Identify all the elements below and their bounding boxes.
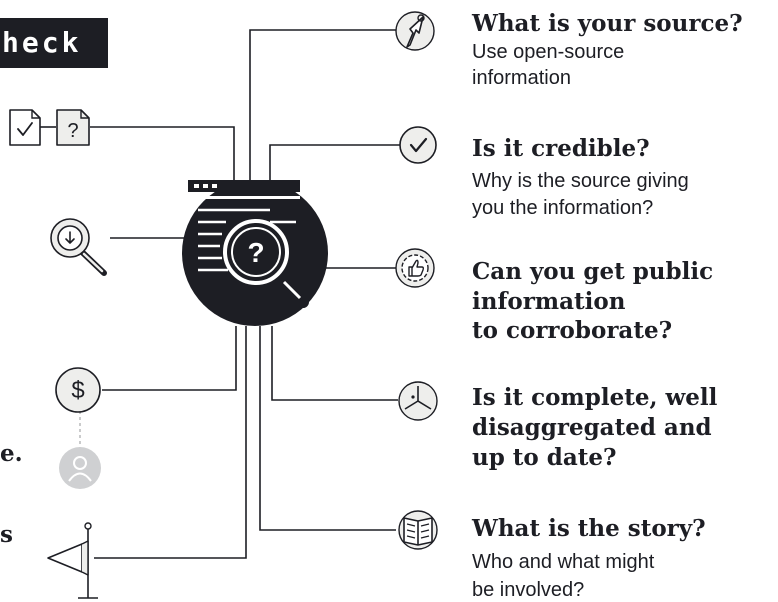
step-5-detail-line-1: Who and what might (472, 551, 655, 573)
person-avatar-icon (59, 447, 101, 489)
document-check-icon (9, 109, 41, 146)
connector-lines (79, 29, 400, 559)
step-2-detail-line-2: you the information? (472, 197, 654, 219)
cursor-click-icon (395, 11, 435, 51)
page-title: heck (0, 18, 108, 68)
svg-text:?: ? (67, 120, 78, 142)
left-text-fragment-2: s (0, 521, 13, 548)
step-2-detail-line-1: Why is the source giving (472, 170, 689, 192)
magnifier-lens (223, 219, 289, 285)
pie-chart-icon (398, 381, 438, 421)
step-4-question-line-3: up to date? (472, 444, 617, 471)
step-1-question: What is your source? (472, 10, 743, 37)
step-1-detail-line-1: Use open-source (472, 41, 625, 63)
step-5-detail-line-2: be involved? (472, 579, 585, 601)
step-4-question-line-2: disaggregated and (472, 414, 712, 441)
dollar-coin-icon: $ (55, 367, 101, 413)
step-3-question-line-1: Can you get public (472, 258, 714, 285)
open-book-icon (398, 510, 438, 550)
connector-line-credible (269, 144, 400, 180)
svg-text:$: $ (71, 377, 84, 404)
question-glyph: ? (247, 237, 264, 268)
step-3-question-line-3: to corroborate? (472, 317, 673, 344)
window-title-bar (188, 180, 300, 192)
thumbs-up-badge-icon (395, 248, 435, 288)
connector-line-megaphone (94, 326, 247, 559)
connector-line-complete (271, 326, 398, 401)
magnifier-question-window-icon: ? (182, 180, 328, 326)
megaphone-flag-icon (47, 522, 98, 599)
connector-line-source (249, 29, 398, 180)
connector-line-story (259, 326, 396, 531)
step-3-question-line-2: information (472, 288, 626, 315)
step-5-question: What is the story? (472, 515, 706, 542)
left-text-fragment-1: e. (0, 440, 23, 467)
checkmark-circle-icon (399, 126, 437, 164)
step-1-detail-line-2: information (472, 67, 571, 89)
window-text-lines (198, 208, 296, 272)
download-magnifier-icon (50, 218, 107, 276)
step-2-question: Is it credible? (472, 135, 650, 162)
document-question-icon: ? (56, 109, 90, 146)
connector-line-documents (90, 126, 235, 180)
connector-line-funding (102, 326, 237, 391)
step-4-question-line-1: Is it complete, well (472, 384, 718, 411)
